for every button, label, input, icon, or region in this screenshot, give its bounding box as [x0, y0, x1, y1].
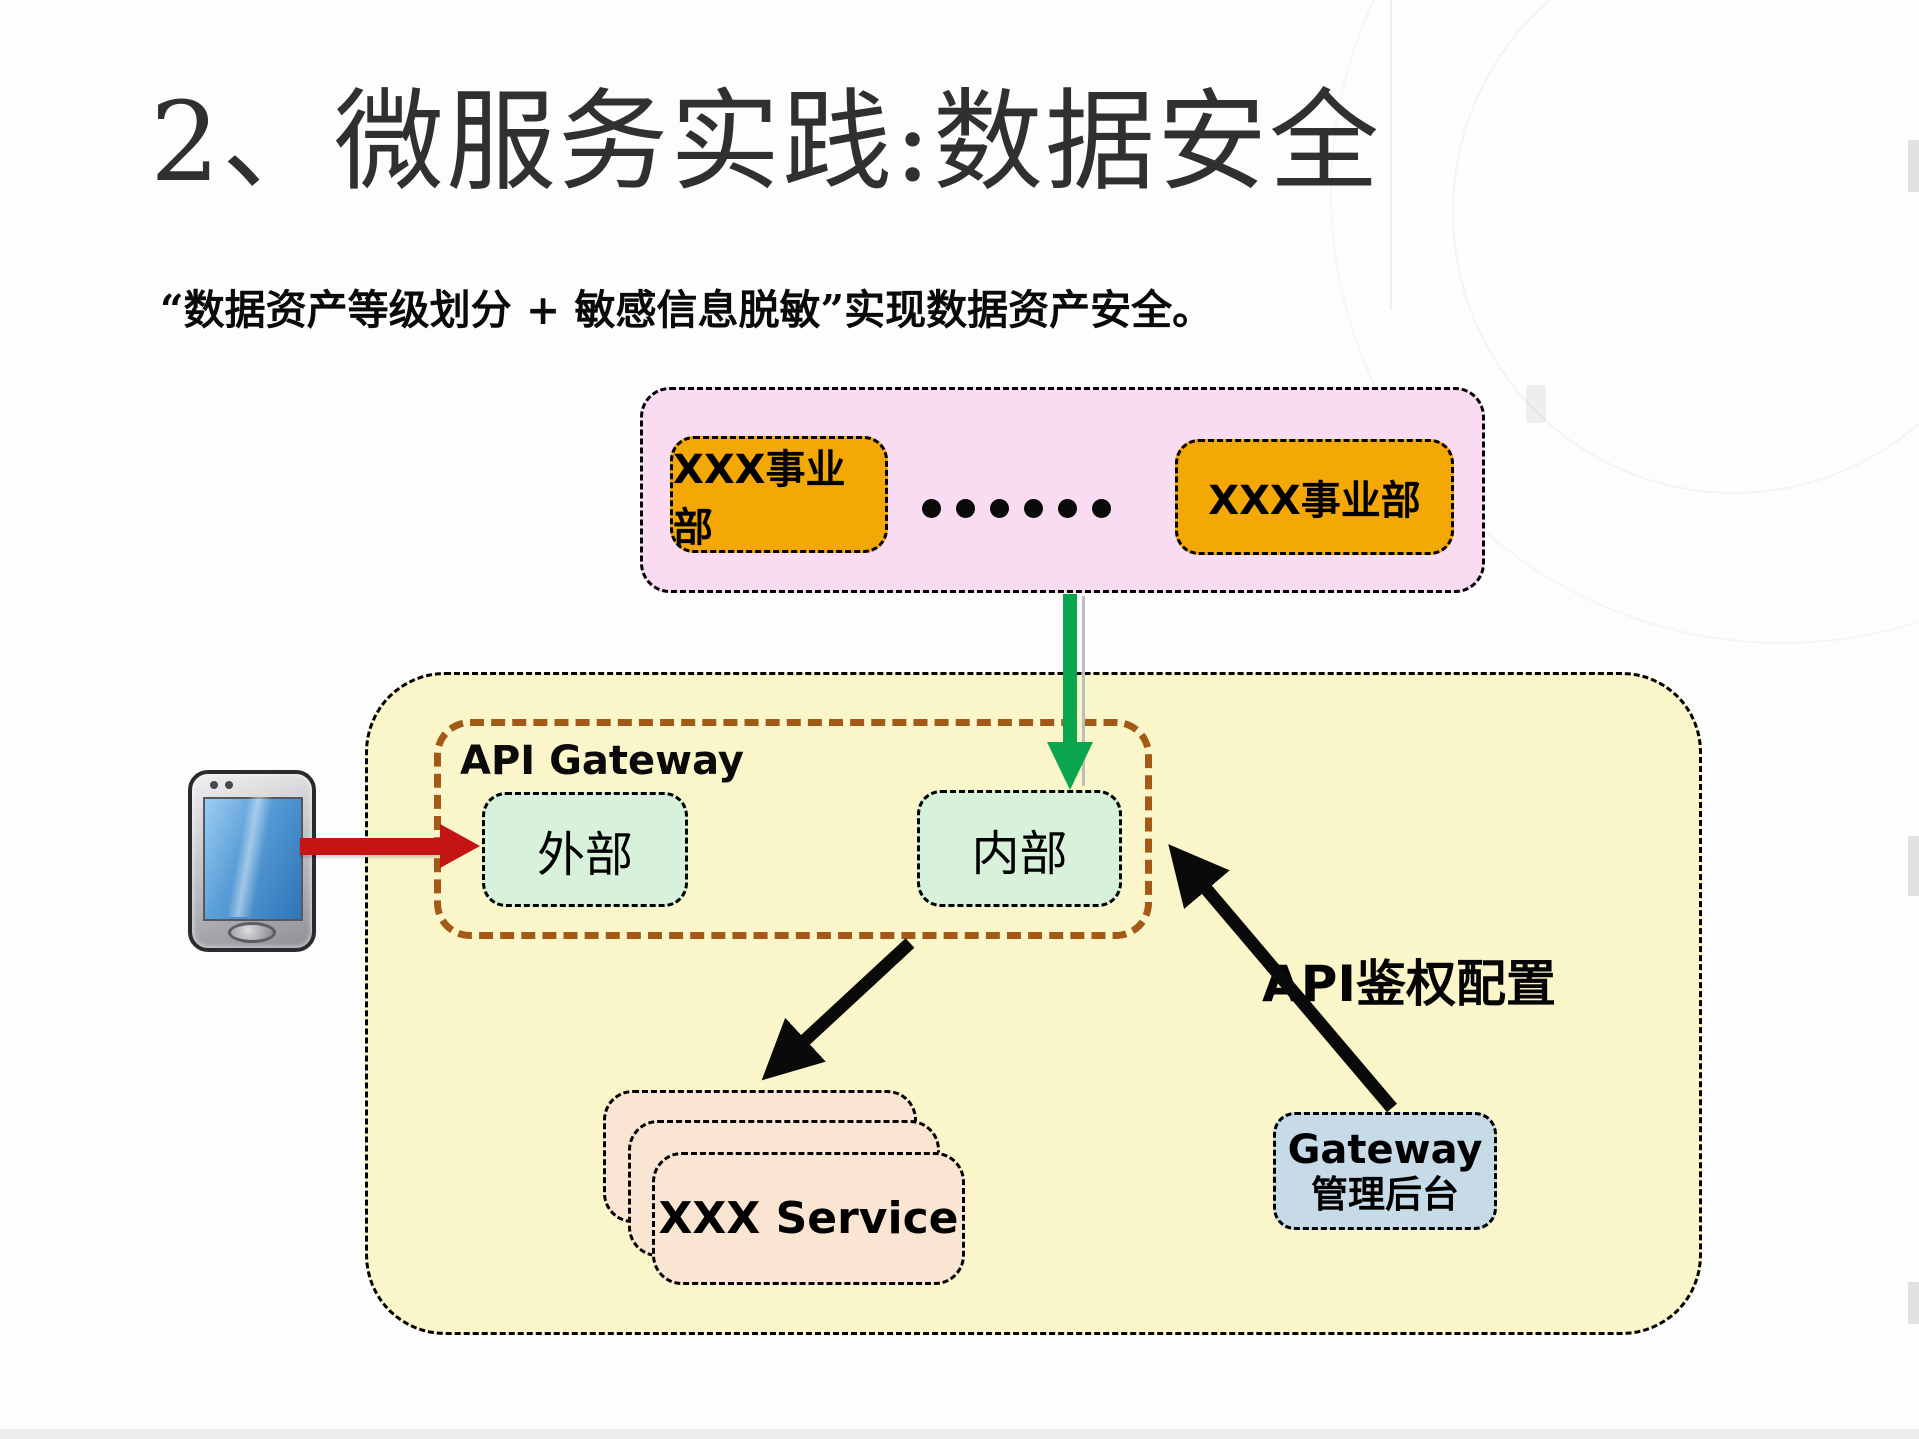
- ellipsis-dot: [1024, 498, 1043, 518]
- green-arrow-down: [1063, 594, 1077, 744]
- ellipsis-dot: [990, 498, 1009, 518]
- api-gateway-zone: [434, 719, 1152, 939]
- red-arrow-right: [300, 838, 442, 855]
- edge-mark: [1908, 140, 1919, 192]
- ellipsis-dot: [1058, 498, 1077, 518]
- edge-mark: [1908, 836, 1919, 896]
- slide-bottom-edge: [0, 1429, 1919, 1439]
- ellipsis-dot: [1092, 498, 1111, 518]
- phone-screen-glare: [222, 797, 274, 917]
- template-mark: [1526, 385, 1546, 423]
- phone-speaker-dot: [225, 781, 233, 789]
- connector-line: [1082, 596, 1085, 786]
- ellipsis-dot: [922, 498, 941, 518]
- edge-mark: [1908, 1282, 1919, 1324]
- ellipsis-dots: [922, 496, 1122, 520]
- gateway-external-box: 外部: [482, 792, 688, 907]
- gateway-admin-line2: 管理后台: [1311, 1171, 1459, 1216]
- phone-speaker-dot: [210, 781, 218, 789]
- ellipsis-dot: [956, 498, 975, 518]
- page-title: 2、微服务实践:数据安全: [150, 78, 1382, 206]
- api-auth-config-label: API鉴权配置: [1262, 955, 1556, 1013]
- phone-home-button: [228, 922, 276, 943]
- gateway-admin-line1: Gateway: [1287, 1126, 1483, 1173]
- gateway-admin-box: Gateway 管理后台: [1273, 1112, 1497, 1230]
- green-arrow-head: [1047, 742, 1093, 790]
- red-arrow-head: [440, 824, 480, 868]
- phone-screen: [203, 797, 303, 921]
- smartphone-icon: [188, 770, 316, 952]
- service-box-front: XXX Service: [652, 1152, 965, 1285]
- page-subtitle: “数据资产等级划分 + 敏感信息脱敏”实现数据资产安全。: [160, 286, 1214, 334]
- business-unit-left: XXX事业部: [670, 436, 888, 553]
- gateway-internal-box: 内部: [917, 790, 1122, 907]
- business-unit-right: XXX事业部: [1175, 439, 1454, 555]
- api-gateway-label: API Gateway: [460, 738, 744, 784]
